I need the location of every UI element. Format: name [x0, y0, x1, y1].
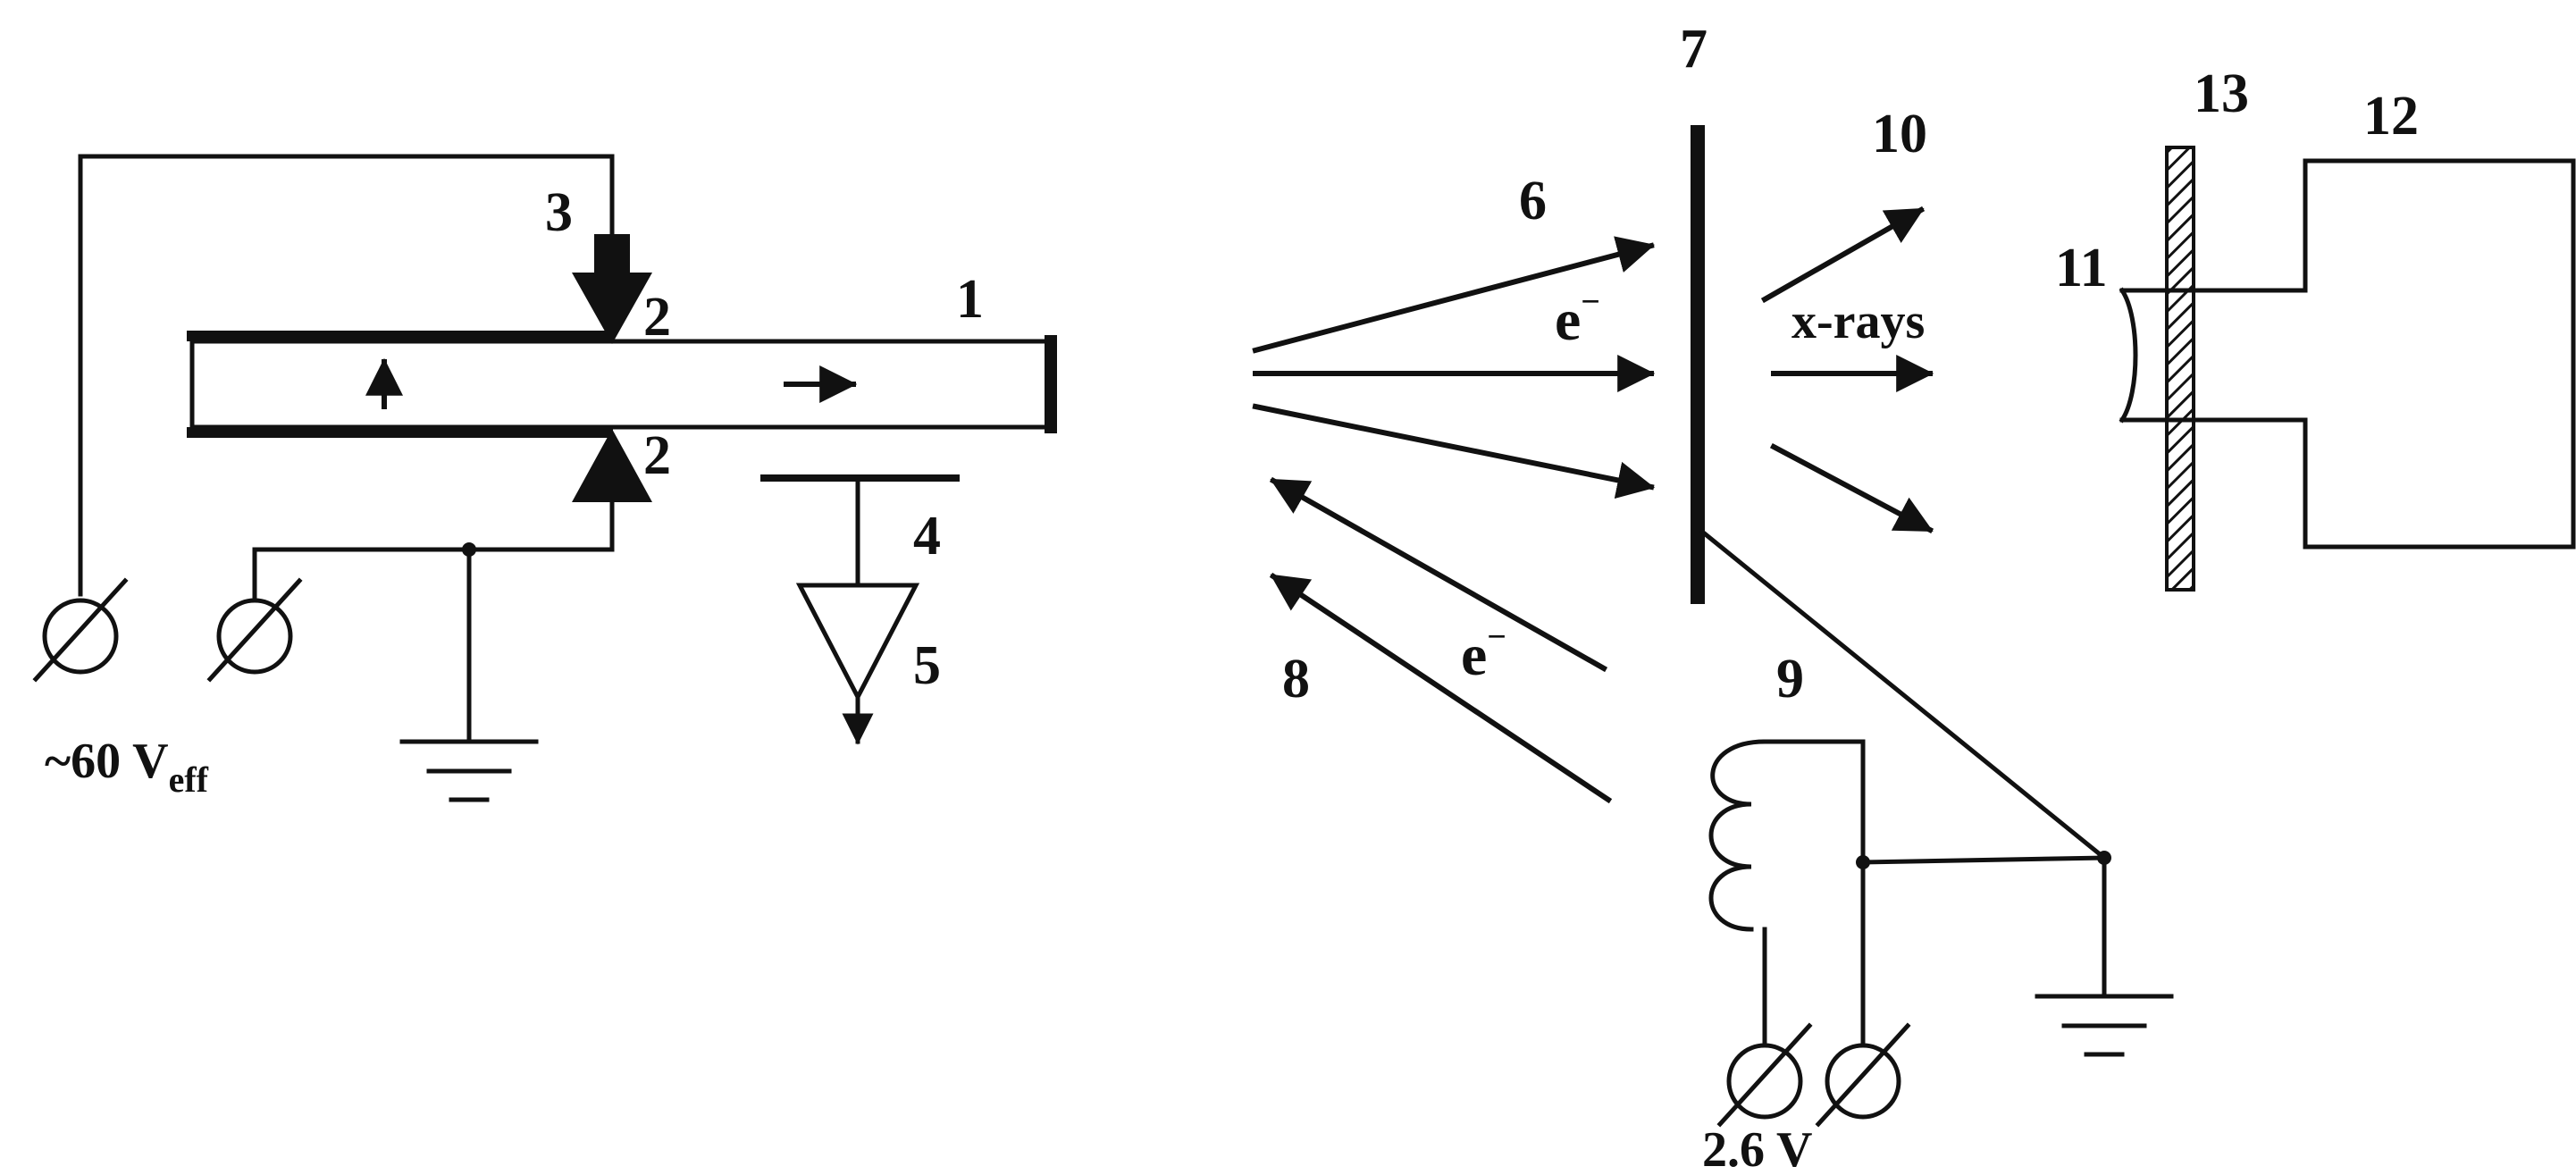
junction-dot: [1856, 855, 1870, 869]
label-12: 12: [2363, 86, 2419, 147]
crystal-bar: [187, 331, 1057, 438]
junction-dot: [2097, 851, 2111, 865]
label-11: 11: [2055, 238, 2108, 298]
label-4: 4: [913, 506, 941, 567]
label-9: 9: [1776, 649, 1804, 709]
label-8: 8: [1282, 649, 1310, 709]
electron-label-reverse: e−: [1461, 618, 1506, 688]
terminal-icon-4: [1815, 1022, 1911, 1128]
labels: 1 2 2 3 4 5 6 7 8 9 10 11 12 13 e− e− x-…: [45, 19, 2419, 1175]
shield-hatched: [2165, 146, 2195, 592]
detector-body: [2119, 158, 2576, 550]
label-2-upper: 2: [643, 287, 671, 348]
terminal-icon-3: [1716, 1022, 1813, 1128]
xrays-label: x-rays: [1791, 294, 1925, 349]
label-7: 7: [1680, 19, 1708, 80]
contact-upper-stem: [594, 234, 630, 274]
ground-icon-left: [399, 739, 539, 802]
ground-icon-right: [2035, 994, 2174, 1057]
detector-plate: [760, 474, 960, 588]
terminal-icon-2: [206, 577, 303, 683]
filament-wiring: [1699, 528, 2108, 1048]
electron-label-forward: e−: [1555, 283, 1600, 353]
label-2-lower: 2: [643, 425, 671, 486]
supply-wires: [78, 154, 615, 744]
junction-dot: [462, 542, 476, 557]
terminal-icon-1: [32, 577, 129, 683]
xray-arrows: [1760, 206, 1934, 534]
electron-beam-arrows: [1252, 236, 1656, 499]
amplifier-icon: [795, 583, 920, 745]
reverse-electron-arrows: [1269, 476, 1613, 804]
voltage-label-left: ~60 Veff: [45, 734, 209, 800]
label-1: 1: [956, 269, 984, 330]
label-3: 3: [545, 182, 573, 243]
label-6: 6: [1519, 171, 1547, 231]
contact-arrows: [572, 234, 652, 502]
contact-upper-head: [572, 273, 652, 344]
label-13: 13: [2194, 63, 2249, 124]
label-10: 10: [1872, 104, 1927, 164]
voltage-label-filament: 2.6 V: [1702, 1122, 1812, 1175]
filament-coil: [1708, 739, 1866, 1048]
contact-lower-head: [572, 429, 652, 502]
label-5: 5: [913, 635, 941, 696]
